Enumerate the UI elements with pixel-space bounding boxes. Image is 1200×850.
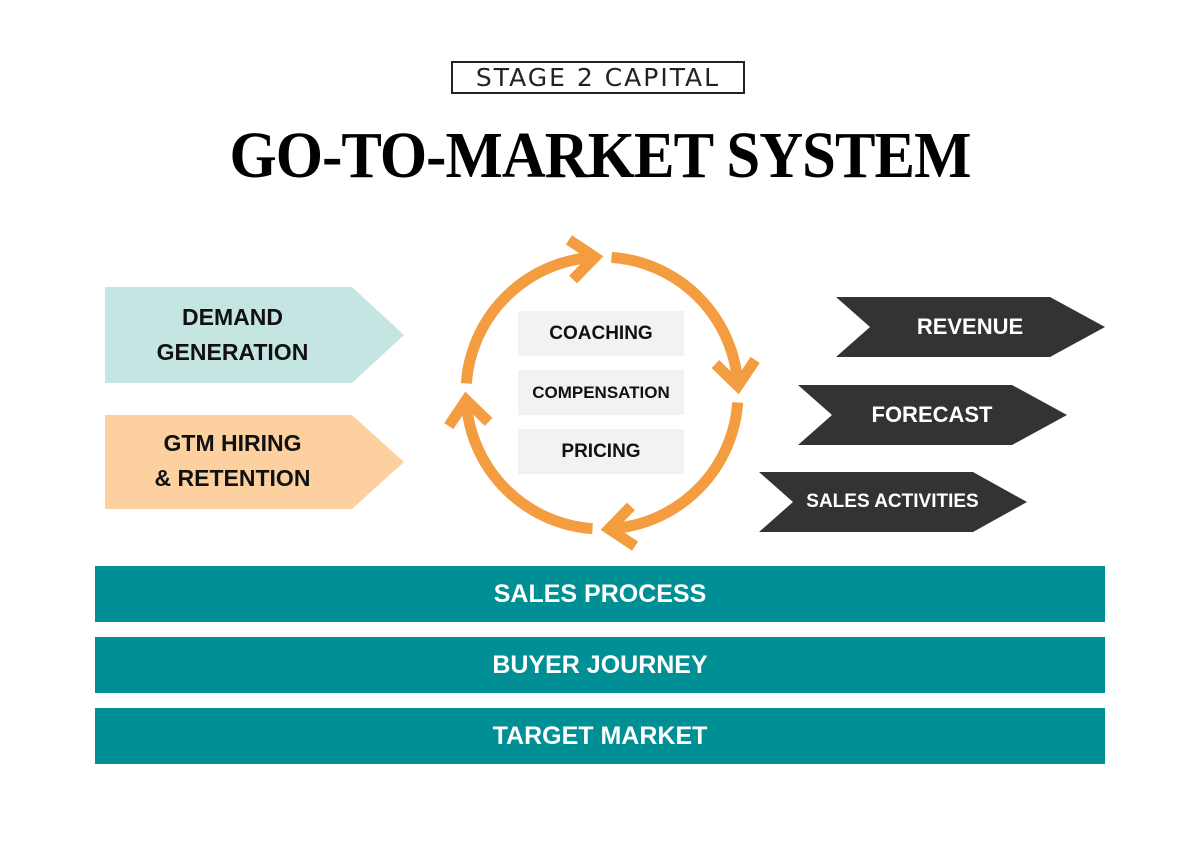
arrowhead-icon [565, 235, 604, 284]
coaching-box: COACHING [518, 311, 684, 356]
cycle-arc [615, 402, 744, 534]
cycle-arc [460, 252, 589, 384]
compensation-box: COMPENSATION [518, 370, 684, 415]
arrowhead-icon [711, 356, 760, 395]
stage2-logo: STAGE 2 CAPITAL [451, 61, 745, 94]
sales-activities-chevron [759, 472, 1027, 532]
target-market-bar: TARGET MARKET [95, 708, 1105, 764]
sales-process-bar: SALES PROCESS [95, 566, 1105, 622]
label-line: GENERATION [156, 339, 309, 365]
cycle-arrows [444, 235, 760, 551]
label-line: DEMAND [182, 304, 283, 330]
cycle-arc [611, 251, 743, 380]
forecast-chevron [798, 385, 1067, 445]
buyer-journey-bar: BUYER JOURNEY [95, 637, 1105, 693]
demand-generation-label: DEMAND GENERATION [105, 300, 360, 370]
demand-generation-arrow [105, 287, 404, 383]
forecast-label: FORECAST [871, 402, 993, 427]
arrowhead-icon [444, 391, 493, 430]
gtm-hiring-arrow [105, 415, 404, 509]
page-title: GO-TO-MARKET SYSTEM [229, 119, 971, 192]
gtm-hiring-label: GTM HIRING & RETENTION [105, 426, 360, 496]
pricing-box: PRICING [518, 429, 684, 474]
arrowhead-icon [600, 502, 639, 551]
label-line: & RETENTION [154, 465, 311, 491]
revenue-label: REVENUE [916, 314, 1024, 339]
sales-activities-label: SALES ACTIVITIES [806, 491, 979, 512]
revenue-chevron [836, 297, 1105, 357]
cycle-arc [461, 406, 593, 535]
label-line: GTM HIRING [163, 430, 302, 456]
